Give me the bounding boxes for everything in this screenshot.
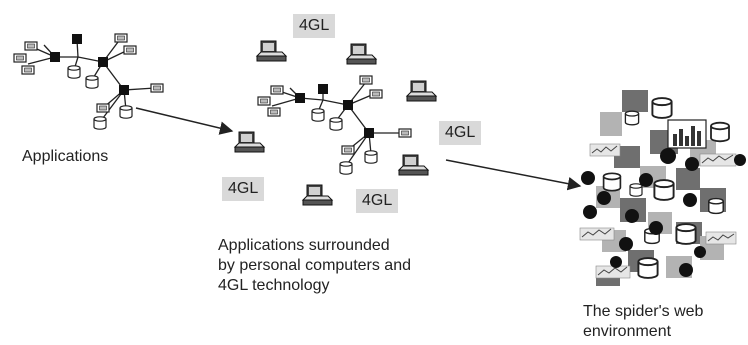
terminal-icon	[123, 45, 137, 55]
hub-node-icon	[364, 128, 374, 138]
trend-line-icon	[705, 231, 737, 245]
tag-4gl-left: 4GL	[222, 177, 265, 201]
terminal-icon	[96, 103, 110, 113]
personal-computer-icon	[302, 184, 333, 206]
arrow-to-surrounded	[135, 107, 234, 135]
caption-surrounded: Applications surrounded by personal comp…	[218, 237, 411, 294]
terminal-icon	[398, 128, 412, 138]
network-node	[610, 256, 622, 268]
network-node	[581, 171, 595, 185]
network-node	[679, 263, 693, 277]
tag-4gl-right: 4GL	[439, 121, 482, 145]
database-icon	[651, 97, 673, 119]
network-node	[619, 237, 633, 251]
network-node	[660, 148, 676, 164]
database-icon	[339, 161, 353, 175]
hub-node-icon	[72, 34, 82, 44]
caption-spider-web: The spider's web environment	[583, 303, 704, 340]
terminal-icon	[21, 65, 35, 75]
database-icon	[67, 65, 81, 79]
trend-line-icon	[579, 227, 615, 241]
terminal-icon	[341, 145, 355, 155]
personal-computer-icon	[398, 154, 429, 176]
database-icon	[624, 110, 640, 126]
terminal-icon	[114, 33, 128, 43]
database-icon	[708, 197, 724, 215]
applications-network	[13, 33, 164, 130]
trend-line-icon	[589, 143, 621, 157]
bar-chart-icon	[667, 119, 707, 149]
arrow-to-spider-web	[445, 159, 582, 191]
terminal-icon	[24, 41, 38, 51]
hub-node-icon	[50, 52, 60, 62]
database-icon	[119, 105, 133, 119]
network-node	[694, 246, 706, 258]
caption-applications: Applications	[22, 148, 109, 165]
network-node	[685, 157, 699, 171]
personal-computer-icon	[346, 43, 377, 65]
hub-node-icon	[318, 84, 328, 94]
personal-computer-icon	[406, 80, 437, 102]
terminal-icon	[150, 83, 164, 93]
personal-computer-icon	[234, 131, 265, 153]
terminal-icon	[13, 53, 27, 63]
terminal-icon	[270, 85, 284, 95]
database-icon	[710, 121, 730, 143]
trend-line-icon	[699, 153, 737, 167]
network-node	[649, 221, 663, 235]
network-node	[597, 191, 611, 205]
database-icon	[602, 172, 622, 192]
surrounded-network	[234, 40, 437, 206]
database-icon	[637, 257, 659, 279]
tag-4gl-top: 4GL	[293, 14, 336, 38]
database-icon	[629, 183, 643, 197]
terminal-icon	[257, 96, 271, 106]
database-icon	[85, 75, 99, 89]
trend-line-icon	[595, 265, 631, 279]
network-node	[683, 193, 697, 207]
spider-web-cluster	[579, 90, 746, 286]
network-node	[734, 154, 746, 166]
database-icon	[653, 179, 675, 201]
personal-computer-icon	[256, 40, 287, 62]
database-icon	[329, 117, 343, 131]
database-icon	[364, 150, 378, 164]
terminal-icon	[267, 107, 281, 117]
network-node	[583, 205, 597, 219]
database-icon	[675, 223, 697, 245]
database-icon	[311, 108, 325, 122]
network-node	[639, 173, 653, 187]
tag-4gl-bottom: 4GL	[356, 189, 399, 213]
network-node	[625, 209, 639, 223]
hub-node-icon	[343, 100, 353, 110]
terminal-icon	[369, 89, 383, 99]
hub-node-icon	[98, 57, 108, 67]
terminal-icon	[359, 75, 373, 85]
database-icon	[93, 116, 107, 130]
hub-node-icon	[119, 85, 129, 95]
hub-node-icon	[295, 93, 305, 103]
